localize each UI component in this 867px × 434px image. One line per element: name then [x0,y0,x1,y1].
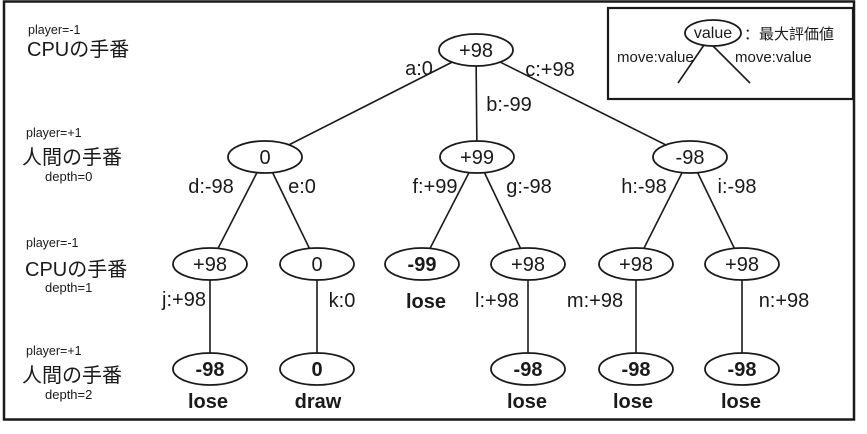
outcome-l3-2: lose [406,291,446,313]
legend-right-edge-line [711,44,751,84]
node-l4-0 [172,352,248,386]
row4-role: 人間の手番 [22,364,122,387]
edge-h [635,156,691,265]
edge-label-c: c:+98 [525,59,574,81]
node-l4-1-value: 0 [311,359,322,381]
edge-label-e: e:0 [288,176,316,198]
row-label-cpu-top: player=-1 CPUの手番 [27,23,129,61]
edge-f [421,156,478,265]
edge-e [264,156,318,265]
edge-c [475,49,691,158]
tree-nodes: +98 0 +99 -98 +98 0 -99 +98 +98 +98 -98 … [172,33,780,386]
node-root [438,33,514,67]
legend-node-ellipse [684,19,742,47]
edge-label-k: k:0 [329,290,356,312]
row1-player: player=-1 [28,23,81,37]
row4-player: player=+1 [26,344,82,358]
outcome-l4-1: draw [295,391,342,413]
row3-depth: depth=1 [45,280,92,295]
node-root-value: +98 [459,40,493,62]
outer-border [2,0,856,421]
row4-depth: depth=2 [45,387,92,402]
edge-a [264,49,477,158]
node-l3-3-value: +98 [511,254,545,276]
legend: value ：最大評価値 move:value move:value [606,6,855,101]
legend-left-edge-label: move:value [617,49,694,66]
edge-b [475,49,478,158]
edge-label-a: a:0 [405,58,433,80]
edge-label-b: b:-99 [486,94,532,116]
edge-label-f: f:+99 [412,176,457,198]
row2-depth: depth=0 [45,169,92,184]
edge-d [209,156,266,265]
node-l4-3 [598,352,674,386]
outcome-l4-2: lose [507,391,547,413]
node-l2-0-value: 0 [259,147,270,169]
outcome-l4-0: lose [188,391,228,413]
node-l2-2 [652,140,728,174]
node-l3-1-value: 0 [311,254,322,276]
node-l2-2-value: -98 [676,147,705,169]
outcome-l4-4: lose [721,391,761,413]
outcome-l4-3: lose [613,391,653,413]
edge-label-l: l:+98 [475,290,519,312]
row3-role: CPUの手番 [25,258,127,281]
row-label-human-depth2: player=+1 人間の手番 depth=2 [22,344,122,402]
node-l3-5 [704,247,780,281]
edge-label-n: n:+98 [759,290,810,312]
outcome-labels: lose lose draw lose lose lose [188,291,761,413]
node-l3-1 [279,247,355,281]
node-l3-4-value: +98 [619,254,653,276]
edge-labels: a:0 b:-99 c:+98 d:-98 e:0 f:+99 g:-98 h:… [161,58,809,312]
edge-label-d: d:-98 [188,176,234,198]
node-l4-3-value: -98 [622,359,651,381]
row2-role: 人間の手番 [22,146,122,169]
edge-label-m: m:+98 [567,290,623,312]
legend-left-edge-line [677,44,705,84]
node-l2-1-value: +99 [460,147,494,169]
row1-role: CPUの手番 [27,38,129,61]
node-l3-0-value: +98 [193,254,227,276]
row-label-human-depth0: player=+1 人間の手番 depth=0 [22,126,122,184]
row2-player: player=+1 [26,126,82,140]
node-l3-5-value: +98 [725,254,759,276]
legend-right-edge-label: move:value [735,49,812,66]
edge-label-j: j:+98 [161,289,206,311]
row-label-cpu-depth1: player=-1 CPUの手番 depth=1 [25,236,127,295]
node-l3-0 [172,247,248,281]
edge-label-i: i:-98 [718,176,757,198]
legend-caption: ：最大評価値 [744,26,834,43]
node-l4-2-value: -98 [514,359,543,381]
edge-i [689,156,743,265]
edge-label-h: h:-98 [621,176,667,198]
node-l4-0-value: -98 [196,359,225,381]
node-l4-1 [279,352,355,386]
edge-label-g: g:-98 [506,176,552,198]
node-l2-0 [227,140,303,174]
node-l4-2 [490,352,566,386]
node-l4-4-value: -98 [728,359,757,381]
node-l3-2 [384,247,460,281]
node-l3-2-value: -99 [408,254,437,276]
node-l3-4 [598,247,674,281]
edge-g [476,156,529,265]
node-l2-1 [439,140,515,174]
node-l4-4 [704,352,780,386]
node-l3-3 [490,247,566,281]
row3-player: player=-1 [26,236,79,250]
legend-node-value: value [694,25,732,42]
